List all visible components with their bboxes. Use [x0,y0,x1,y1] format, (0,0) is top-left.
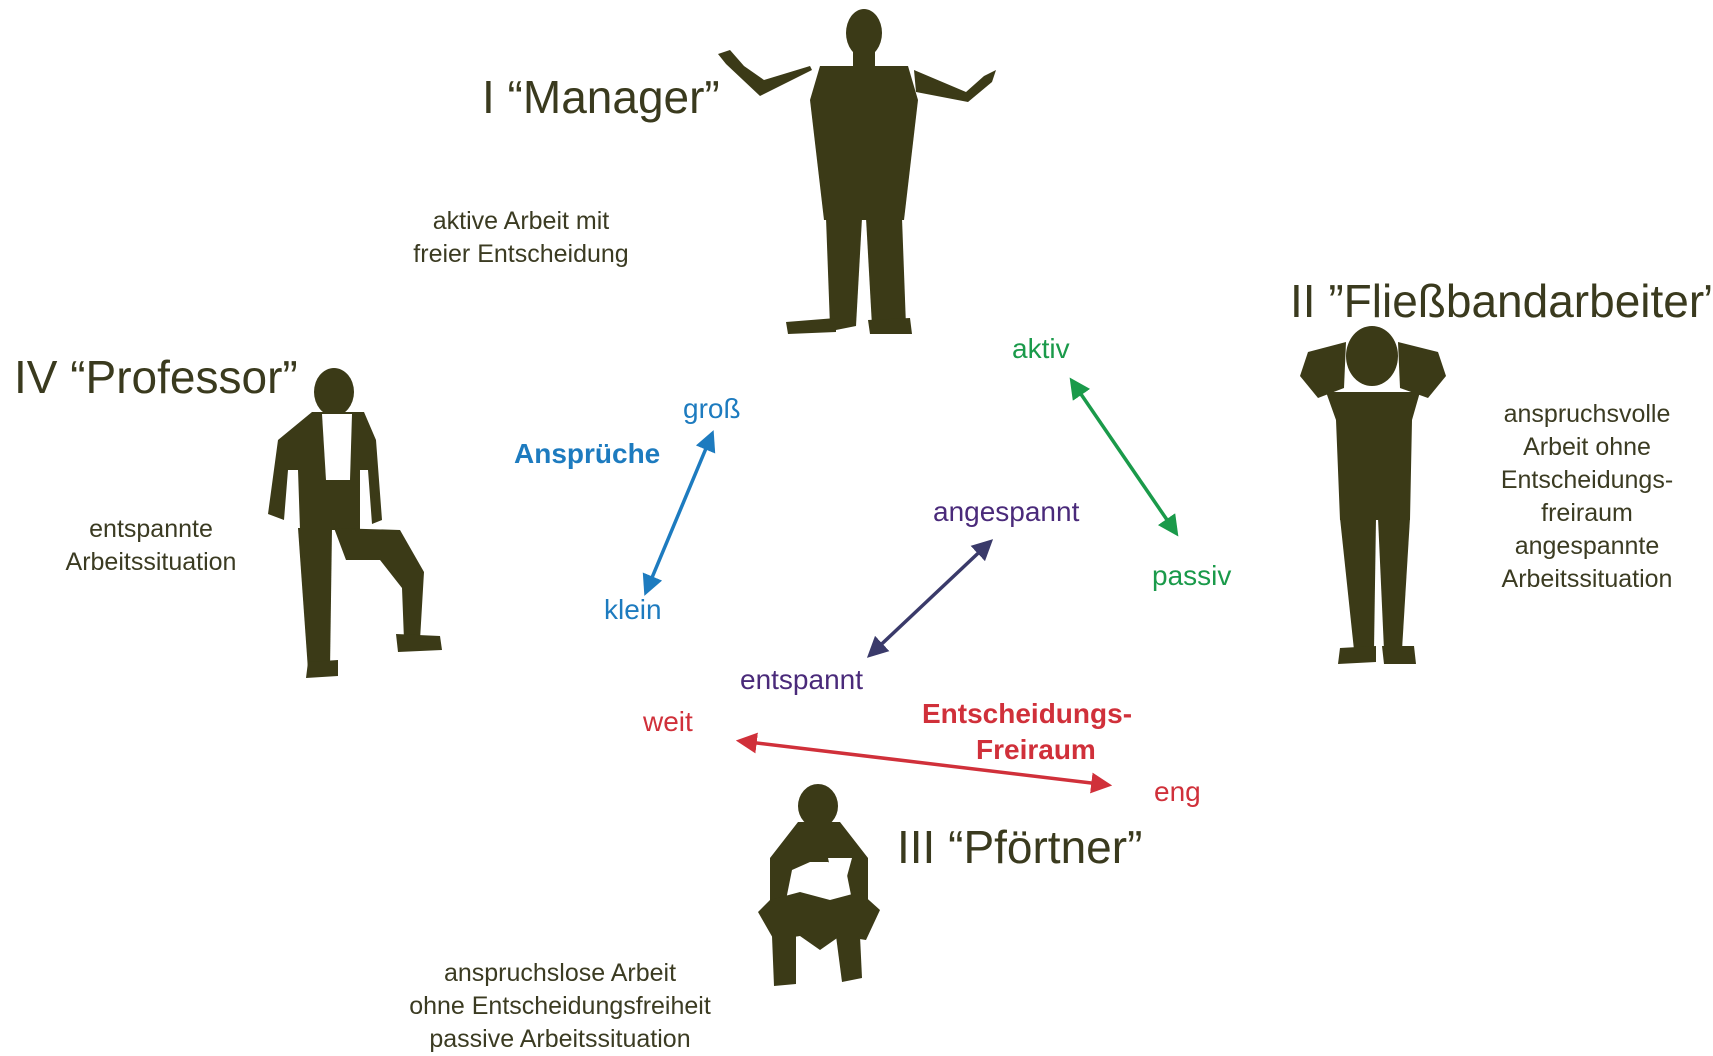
ansprueche-high-label: groß [683,393,741,424]
freiraum-high-label: weit [643,706,693,737]
freiraum-axis-name-line2: Freiraum [976,734,1096,765]
professor-figure [268,368,442,678]
quadrant-title-pfoertner: III “Pförtner” [897,821,1143,873]
spannung-low-label: entspannt [740,664,863,695]
fliessbandarbeiter-figure [1300,326,1446,664]
pfoertner-figure [758,784,880,986]
quadrant-title-fliessbandarbeiter: II ”Fließbandarbeiter” [1290,275,1713,327]
quadrant-title-manager: I “Manager” [482,71,720,123]
freiraum-low-label: eng [1154,776,1201,807]
ansprueche-low-label: klein [604,594,662,625]
freiraum-axis-name-line1: Entscheidungs- [922,698,1133,729]
freiraum-arrow [735,732,1113,794]
quadrant-title-professor: IV “Professor” [14,351,298,403]
ansprueche-arrow [642,430,716,596]
aktivitaet-low-label: passiv [1152,560,1232,591]
aktivitaet-arrow [1069,377,1179,537]
spannung-high-label: angespannt [933,496,1080,527]
quadrant-desc-professor: entspannte Arbeitssituation [65,515,237,576]
ansprueche-axis-name: Ansprüche [514,438,661,469]
quadrant-desc-manager: aktive Arbeit mit freier Entscheidung [413,207,629,268]
manager-figure [718,9,996,334]
spannung-arrow [866,539,994,658]
aktivitaet-high-label: aktiv [1012,333,1070,364]
quadrant-desc-fliessbandarbeiter: anspruchsvolle Arbeit ohne Entscheidungs… [1500,400,1674,593]
quadrant-desc-pfoertner: anspruchslose Arbeit ohne Entscheidungsf… [409,959,711,1053]
